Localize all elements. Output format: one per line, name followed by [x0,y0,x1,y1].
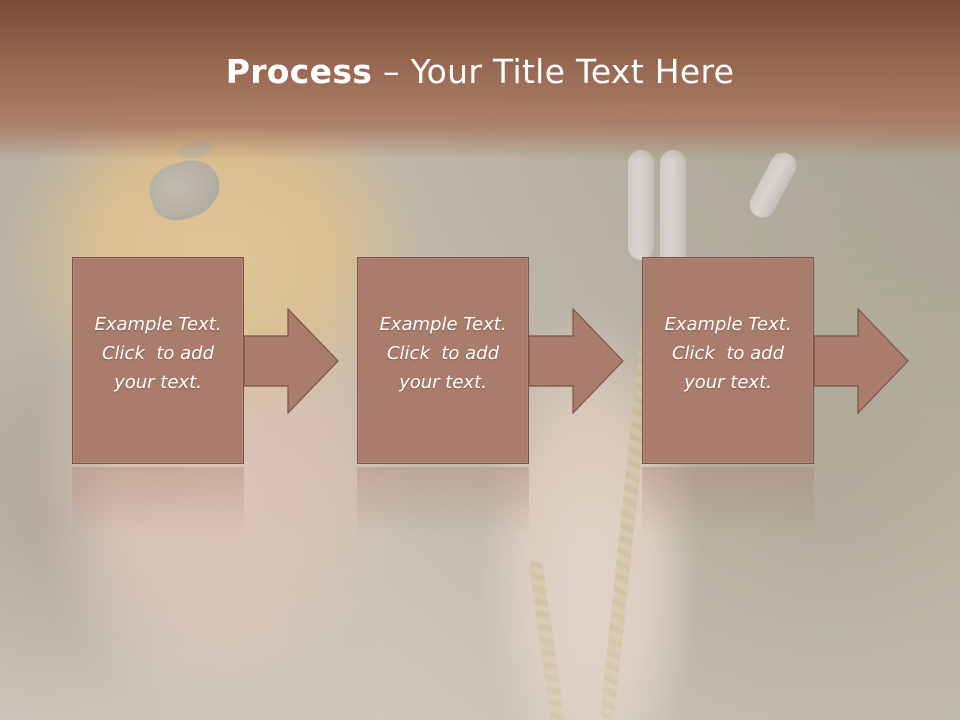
arrow-right-icon [529,308,624,414]
step-text[interactable]: Example Text. Click to add your text. [83,310,233,397]
arrow-right-icon [814,308,909,414]
step-text-line: Click to add [386,343,499,364]
step-text-line: Example Text. [94,314,222,335]
title-bar: Process – Your Title Text Here [0,0,960,160]
step-text[interactable]: Example Text. Click to add your text. [368,310,518,397]
step-text-line: your text. [399,372,487,393]
step-box[interactable]: Example Text. Click to add your text. [642,257,814,464]
process-step-2: Example Text. Click to add your text. [357,257,624,537]
title-rest-text: – Your Title Text Here [372,52,735,91]
process-step-1: Example Text. Click to add your text. [72,257,339,537]
step-box[interactable]: Example Text. Click to add your text. [72,257,244,464]
step-text[interactable]: Example Text. Click to add your text. [653,310,803,397]
step-reflection [642,467,814,537]
step-text-line: Click to add [101,343,214,364]
step-text-line: Example Text. [664,314,792,335]
step-text-line: Click to add [671,343,784,364]
title-bold-text: Process [225,52,373,91]
step-text-line: Example Text. [379,314,507,335]
slide-title[interactable]: Process – Your Title Text Here [0,52,960,91]
step-reflection [357,467,529,537]
arrow-right-icon [244,308,339,414]
step-text-line: your text. [684,372,772,393]
step-text-line: your text. [114,372,202,393]
process-step-3: Example Text. Click to add your text. [642,257,909,537]
step-box[interactable]: Example Text. Click to add your text. [357,257,529,464]
step-reflection [72,467,244,537]
